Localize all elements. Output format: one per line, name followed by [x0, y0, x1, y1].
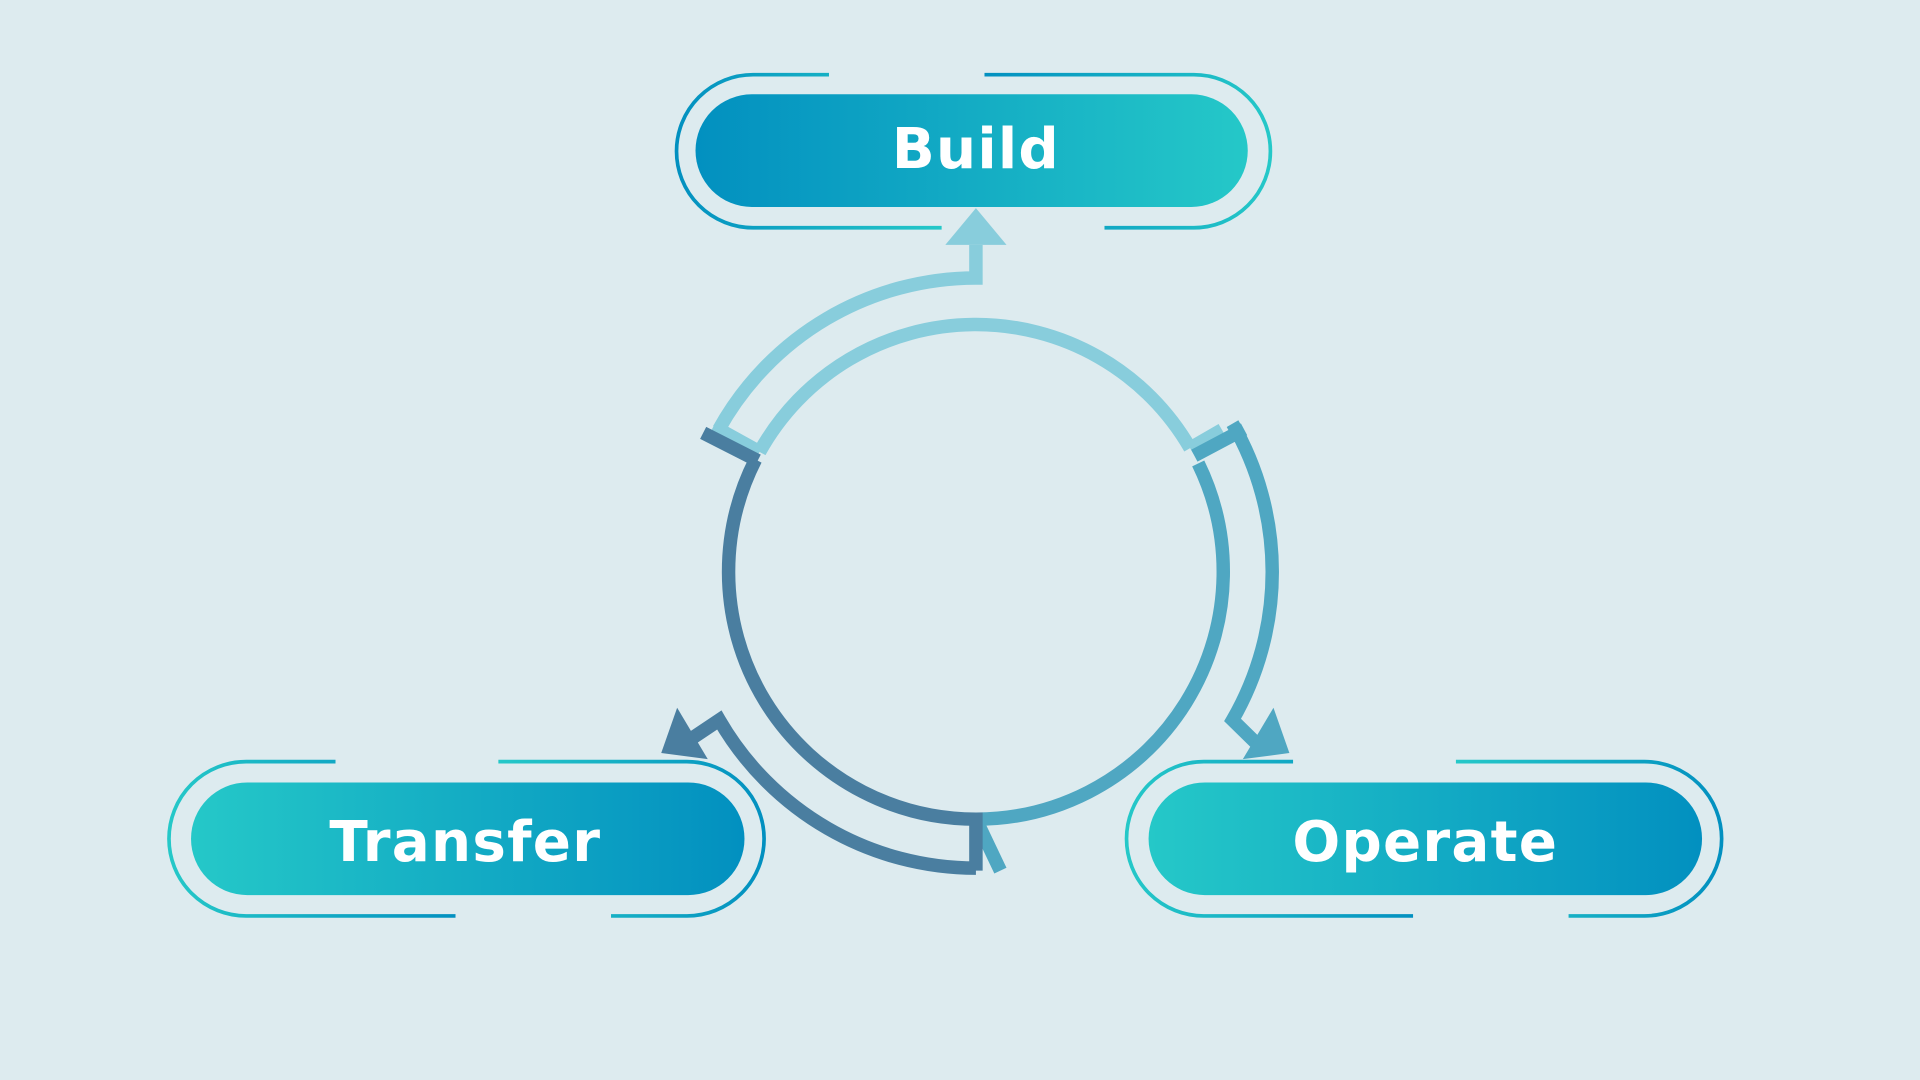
transfer-frame — [167, 759, 766, 918]
segment-inner-arc — [721, 456, 983, 871]
segment-end-cap — [700, 426, 761, 467]
segment-outer-arc — [1224, 420, 1279, 747]
arrowhead-down-left-icon — [661, 707, 708, 760]
build-label: Build — [892, 117, 1060, 182]
segment-end-cap — [710, 420, 763, 458]
cycle-segment-transfer-to-build — [710, 208, 1226, 458]
operate-pill — [1148, 782, 1703, 896]
segment-inner-arc — [965, 460, 1230, 874]
segment-outer-arc — [712, 244, 983, 433]
build-pill — [695, 94, 1248, 207]
segment-end-cap — [1186, 423, 1226, 454]
arrowhead-up-icon — [945, 208, 1007, 245]
cycle-segment-operate-to-transfer — [661, 426, 983, 875]
segment-outer-arc — [688, 710, 976, 875]
transfer-node: Transfer — [167, 759, 766, 918]
operate-node: Operate — [1124, 759, 1724, 918]
transfer-pill — [191, 782, 745, 896]
operate-frame — [1124, 759, 1724, 918]
transfer-label: Transfer — [329, 810, 601, 875]
build-node: Build — [674, 72, 1273, 230]
operate-label: Operate — [1292, 810, 1558, 875]
segment-end-cap — [1191, 423, 1248, 462]
cycle-segment-build-to-operate — [965, 420, 1290, 874]
arrowhead-down-right-icon — [1242, 707, 1290, 760]
build-frame — [674, 72, 1273, 230]
segment-inner-arc — [753, 317, 1196, 456]
